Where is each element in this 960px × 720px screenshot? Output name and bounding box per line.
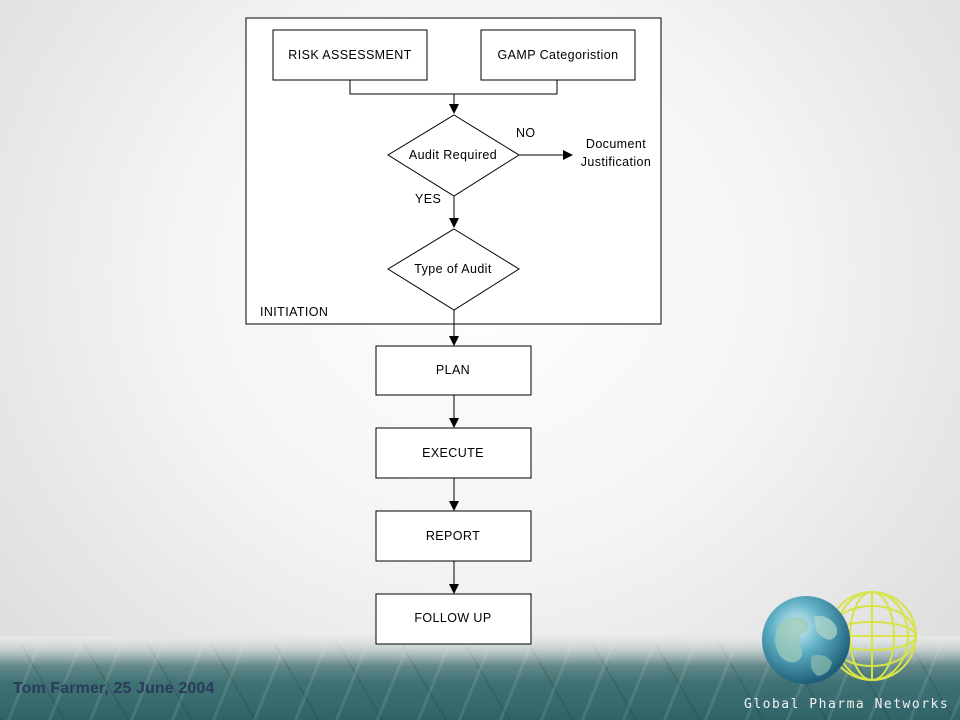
brand-name: Global Pharma Networks — [744, 697, 950, 712]
gamp-categorisation-box — [480, 29, 636, 81]
twin-globes-icon — [762, 591, 917, 684]
execute-label: EXECUTE — [422, 446, 484, 460]
risk-assessment-box — [272, 29, 428, 81]
plan-box — [375, 345, 532, 396]
document-justification-line2: Justification — [581, 155, 652, 169]
yes-label: YES — [415, 192, 441, 206]
follow-up-box — [375, 593, 532, 645]
plan-label: PLAN — [436, 363, 470, 377]
initiation-label: INITIATION — [260, 305, 328, 319]
execute-box — [375, 427, 532, 479]
document-justification-line1: Document — [586, 137, 646, 151]
type-of-audit-label: Type of Audit — [414, 262, 492, 276]
risk-assessment-label: RISK ASSESSMENT — [288, 48, 411, 62]
report-label: REPORT — [426, 529, 480, 543]
follow-up-label: FOLLOW UP — [414, 611, 491, 625]
no-label: NO — [516, 126, 536, 140]
audit-required-label: Audit Required — [409, 148, 497, 162]
gamp-categorisation-label: GAMP Categoristion — [498, 48, 619, 62]
author-date: Tom Farmer, 25 June 2004 — [13, 680, 215, 697]
